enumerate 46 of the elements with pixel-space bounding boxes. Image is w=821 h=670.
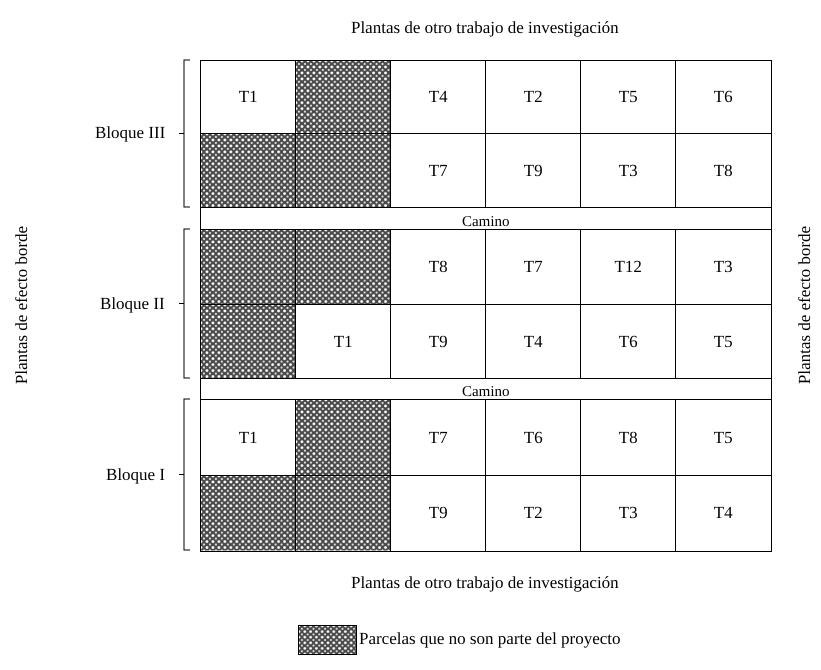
hatched-plot bbox=[295, 133, 392, 208]
side-label: Plantas de efecto borde bbox=[12, 226, 32, 384]
plot-cell: T6 bbox=[485, 399, 582, 476]
plot-cell: T8 bbox=[580, 399, 676, 476]
plot-cell: T6 bbox=[580, 304, 676, 380]
edge-label-text: Plantas de otro trabajo de investigación bbox=[351, 18, 619, 38]
block-label: Bloque III bbox=[95, 123, 166, 143]
plot-cell: T9 bbox=[390, 304, 486, 380]
plot-cell: T4 bbox=[390, 60, 486, 134]
side-label: Plantas de efecto borde bbox=[795, 226, 816, 384]
plot-cell: T1 bbox=[295, 304, 392, 380]
plot-cell: T6 bbox=[675, 60, 772, 134]
legend-text: Parcelas que no son parte del proyecto bbox=[359, 629, 621, 649]
plot-cell: T2 bbox=[485, 475, 582, 552]
plot-cell: T1 bbox=[200, 60, 296, 134]
plot-cell: T5 bbox=[675, 304, 772, 380]
plot-cell: T4 bbox=[675, 475, 772, 552]
plot-cell: T7 bbox=[390, 133, 486, 208]
hatched-plot bbox=[295, 399, 392, 476]
hatched-plot bbox=[200, 229, 296, 306]
hatched-plot bbox=[295, 475, 392, 552]
plot-cell: T5 bbox=[580, 60, 676, 134]
hatched-plot bbox=[200, 475, 296, 552]
plot-cell: T3 bbox=[675, 229, 772, 306]
plot-cell: T7 bbox=[485, 229, 582, 306]
plot-cell: T8 bbox=[390, 229, 486, 306]
plot-cell: T1 bbox=[200, 399, 296, 476]
edge-label-text: Plantas de otro trabajo de investigación bbox=[351, 573, 619, 593]
hatched-plot bbox=[200, 133, 296, 208]
block-label: Bloque I bbox=[106, 465, 166, 485]
hatched-plot bbox=[200, 304, 296, 380]
plot-cell: T9 bbox=[390, 475, 486, 552]
plot-cell: T3 bbox=[580, 133, 676, 208]
plot-cell: T3 bbox=[580, 475, 676, 552]
path-strip: Camino bbox=[200, 378, 772, 400]
hatched-plot bbox=[295, 60, 392, 134]
plot-cell: T2 bbox=[485, 60, 582, 134]
block-label: Bloque II bbox=[100, 294, 165, 314]
plot-cell: T8 bbox=[675, 133, 772, 208]
hatched-plot bbox=[295, 229, 392, 306]
plot-cell: T7 bbox=[390, 399, 486, 476]
plot-cell: T12 bbox=[580, 229, 676, 306]
plot-cell: T5 bbox=[675, 399, 772, 476]
plot-cell: T9 bbox=[485, 133, 582, 208]
path-strip: Camino bbox=[200, 207, 772, 230]
plot-cell: T4 bbox=[485, 304, 582, 380]
